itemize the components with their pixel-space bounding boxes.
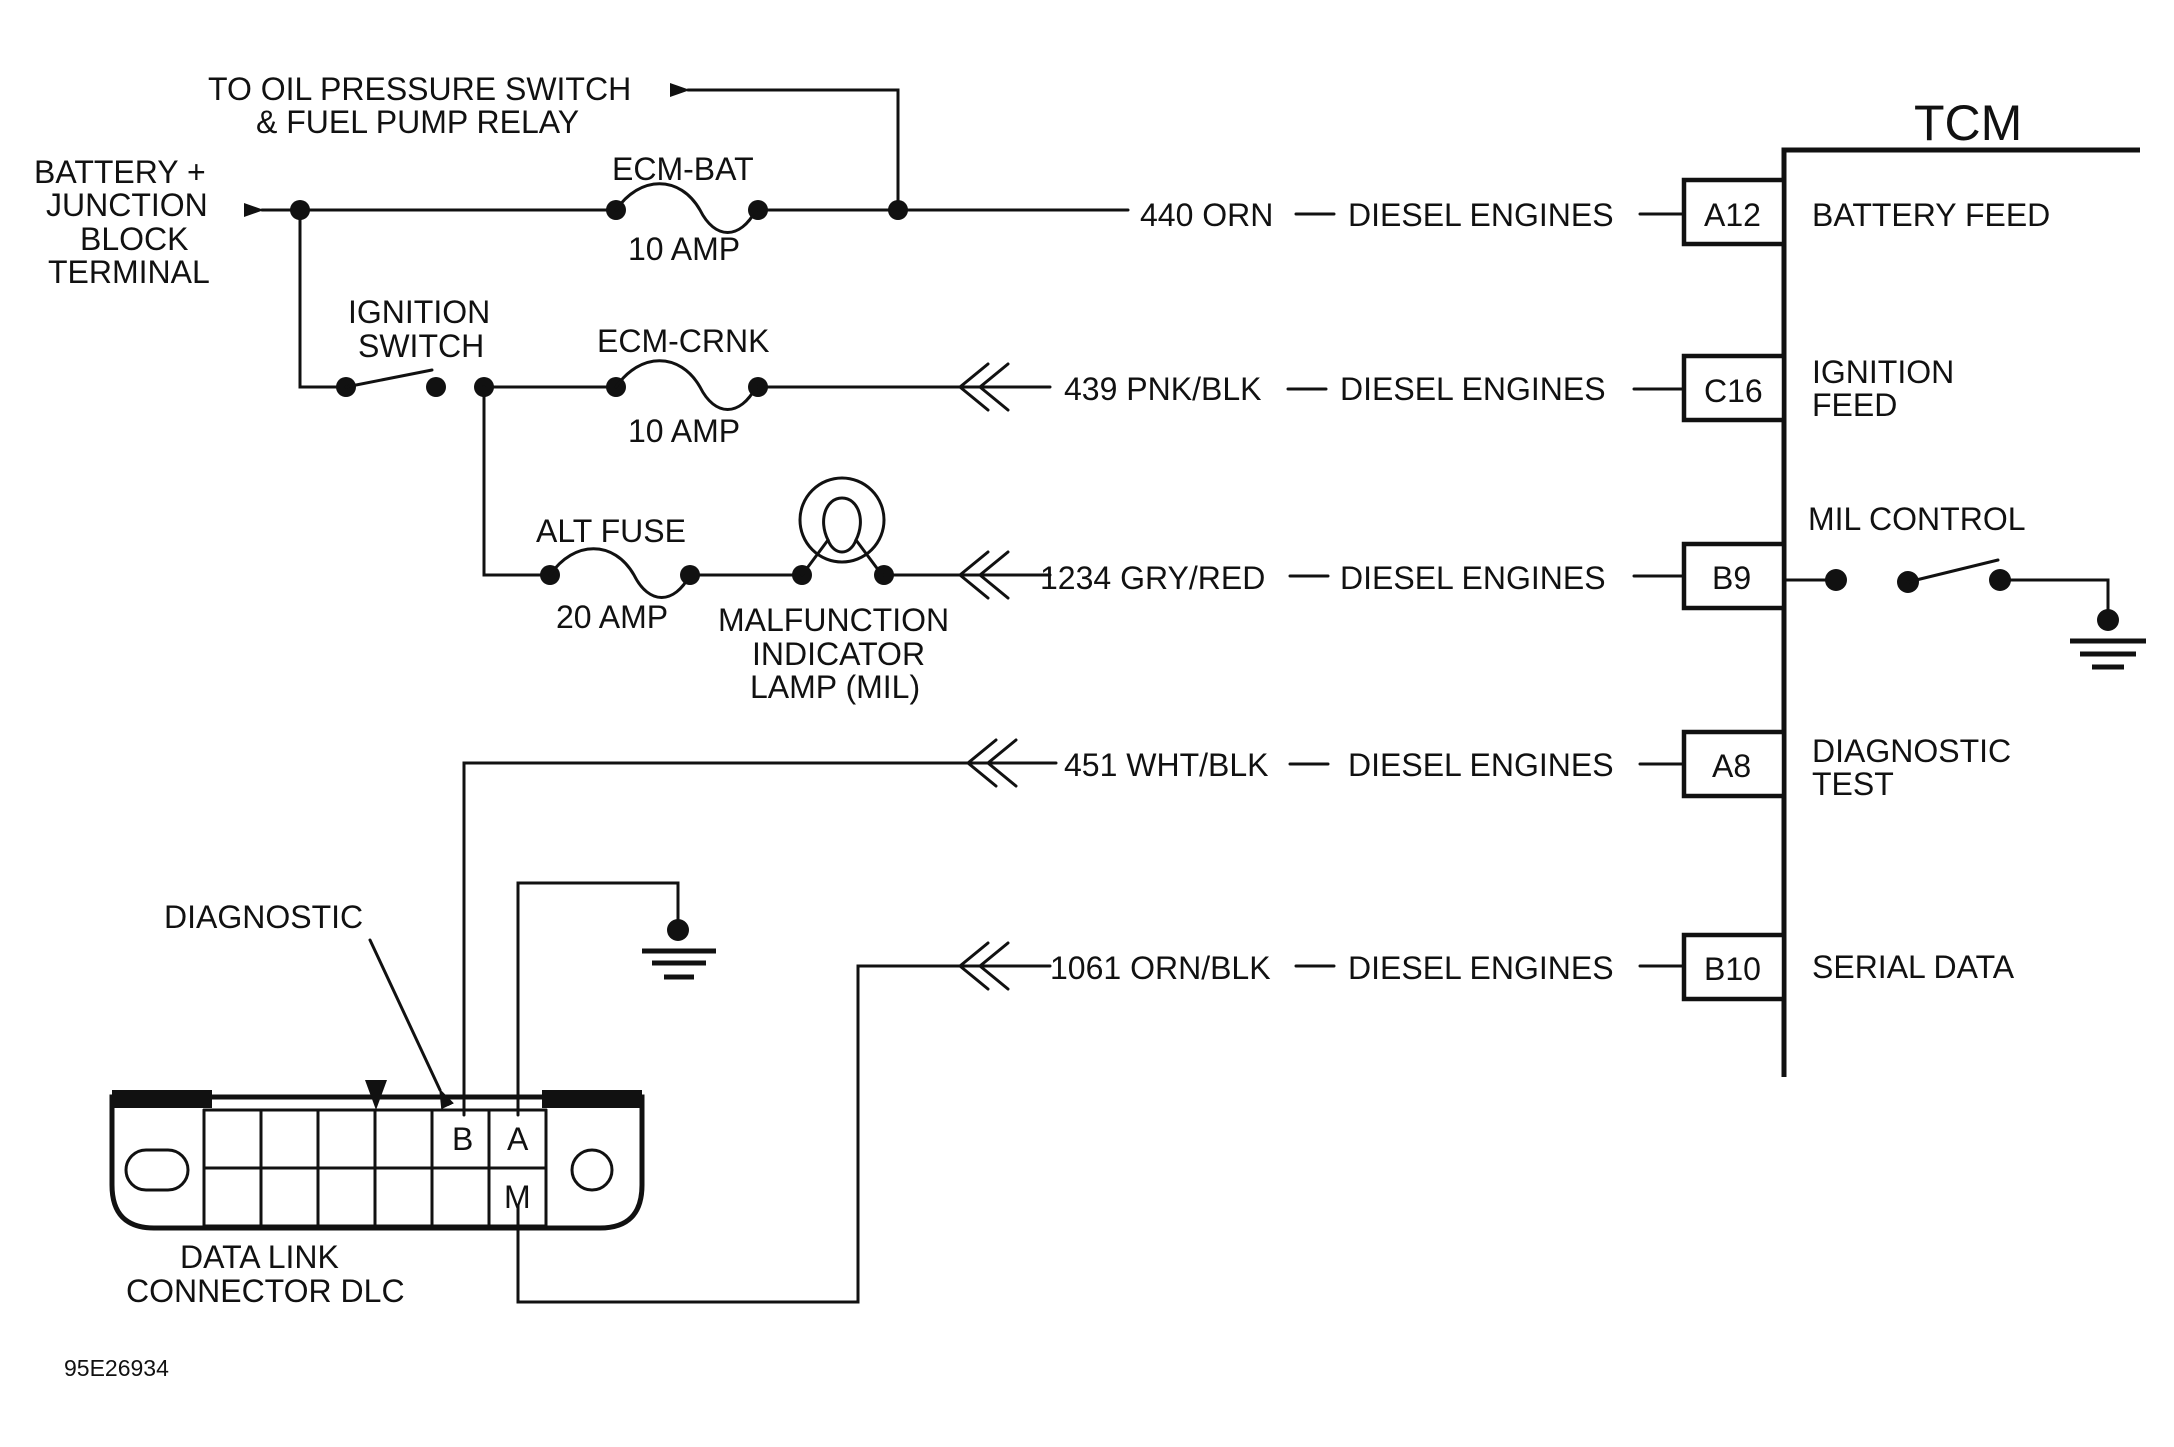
tcm-module: A12 C16 B9 A8 B10 — [1681, 147, 2140, 1077]
block-label: BLOCK — [80, 221, 188, 257]
tcm-pin-labels: 440 ORN DIESEL ENGINES 439 PNK/BLK DIESE… — [1040, 197, 1688, 986]
note-a12: DIESEL ENGINES — [1348, 197, 1614, 233]
func-c16-2: FEED — [1812, 387, 1897, 423]
pin-c16: C16 — [1704, 373, 1763, 409]
func-a12: BATTERY FEED — [1812, 197, 2050, 233]
note-b10: DIESEL ENGINES — [1348, 950, 1614, 986]
ground-icon — [642, 948, 716, 980]
dlc-pin-m: M — [504, 1179, 531, 1215]
note-a8: DIESEL ENGINES — [1348, 747, 1614, 783]
func-a8-1: DIAGNOSTIC — [1812, 733, 2011, 769]
dlc-label-2: CONNECTOR DLC — [126, 1273, 405, 1309]
pin-a8: A8 — [1712, 748, 1751, 784]
wire-b9: 1234 GRY/RED — [1040, 560, 1265, 596]
note-c16: DIESEL ENGINES — [1340, 371, 1606, 407]
battery-label: BATTERY + — [34, 154, 206, 190]
func-a8-2: TEST — [1812, 766, 1894, 802]
battery-feed-circuit — [244, 83, 1130, 234]
mil-label-1: MALFUNCTION — [718, 602, 949, 638]
fuse-ecm-crnk-name: ECM-CRNK — [597, 323, 769, 359]
wire-a12: 440 ORN — [1140, 197, 1273, 233]
dlc-pin-b: B — [452, 1121, 473, 1157]
mil-label-3: LAMP (MIL) — [750, 669, 920, 705]
fuse-alt-rating: 20 AMP — [556, 599, 668, 635]
mil-lamp-icon — [798, 476, 886, 577]
figure-id: 95E26934 — [64, 1355, 169, 1381]
func-b10: SERIAL DATA — [1812, 949, 2015, 985]
fuse-alt-name: ALT FUSE — [536, 513, 686, 549]
pin-b10: B10 — [1704, 951, 1761, 987]
func-c16-1: IGNITION — [1812, 354, 1954, 390]
ignition-switch-label-1: IGNITION — [348, 294, 490, 330]
fuse-ecm-bat-name: ECM-BAT — [612, 151, 754, 187]
dlc-pin-a: A — [507, 1121, 529, 1157]
fuse-ecm-bat-rating: 10 AMP — [628, 231, 740, 267]
diagnostic-test-circuit — [462, 738, 1058, 1117]
wire-c16: 439 PNK/BLK — [1064, 371, 1261, 407]
pin-a12: A12 — [1704, 197, 1761, 233]
pin-b9: B9 — [1712, 560, 1751, 596]
diagnostic-label: DIAGNOSTIC — [164, 899, 363, 935]
tcm-title: TCM — [1914, 95, 2022, 151]
ignition-feed-circuit — [298, 208, 1052, 412]
func-b9: MIL CONTROL — [1808, 501, 2026, 537]
ground-icon — [2070, 638, 2146, 670]
wire-b10: 1061 ORN/BLK — [1050, 950, 1271, 986]
dlc-label-1: DATA LINK — [180, 1239, 339, 1275]
fuse-ecm-crnk-rating: 10 AMP — [628, 413, 740, 449]
fuel-pump-relay-label: & FUEL PUMP RELAY — [256, 104, 579, 140]
junction-label: JUNCTION — [46, 187, 208, 223]
mil-circuit — [482, 385, 1052, 600]
wire-a8: 451 WHT/BLK — [1064, 747, 1269, 783]
serial-data-circuit — [516, 941, 1052, 1304]
dlc-ground-circuit — [516, 881, 716, 1117]
oil-pressure-label: TO OIL PRESSURE SWITCH — [208, 71, 631, 107]
dlc-connector — [109, 1080, 645, 1231]
terminal-label: TERMINAL — [48, 254, 210, 290]
note-b9: DIESEL ENGINES — [1340, 560, 1606, 596]
mil-control-switch — [1782, 558, 2146, 670]
ignition-switch-label-2: SWITCH — [358, 328, 484, 364]
mil-label-2: INDICATOR — [752, 636, 925, 672]
